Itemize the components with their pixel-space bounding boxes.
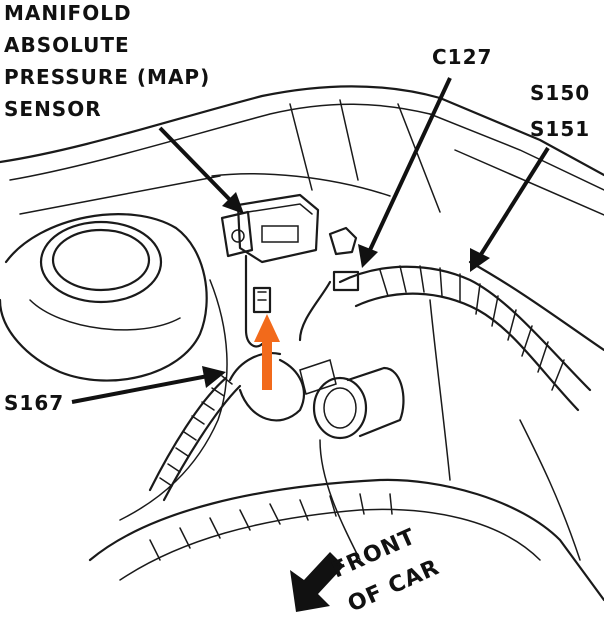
s167-label: S167 bbox=[4, 391, 64, 415]
map-label-line4: SENSOR bbox=[4, 97, 102, 121]
c127-leader-arrow bbox=[358, 77, 452, 268]
front-panel bbox=[88, 299, 604, 602]
map-label-line2: ABSOLUTE bbox=[4, 33, 130, 57]
map-sensor-label: MANIFOLD ABSOLUTE PRESSURE (MAP) SENSOR bbox=[4, 1, 210, 121]
firewall-outline bbox=[0, 85, 604, 216]
connector-highlight-arrow bbox=[254, 314, 280, 390]
wiring-harness-main bbox=[298, 260, 604, 412]
s150-label: S150 bbox=[530, 81, 590, 105]
vacuum-hose bbox=[244, 254, 272, 348]
front-of-car-indicator: FRONT OF CAR bbox=[290, 524, 444, 617]
map-label-line3: PRESSURE (MAP) bbox=[4, 65, 210, 89]
map-leader-arrow bbox=[158, 126, 244, 214]
map-sensor-module bbox=[211, 173, 391, 264]
map-label-line1: MANIFOLD bbox=[4, 1, 132, 25]
s151-label: S151 bbox=[530, 117, 590, 141]
arrow-down-left-icon bbox=[290, 552, 344, 612]
motor-body bbox=[299, 359, 405, 440]
strut-tower bbox=[0, 213, 228, 521]
s167-leader-arrow bbox=[71, 366, 226, 404]
wiring-harness-left bbox=[148, 352, 305, 502]
c127-label: C127 bbox=[432, 45, 492, 69]
s150-leader-arrow bbox=[470, 146, 550, 272]
